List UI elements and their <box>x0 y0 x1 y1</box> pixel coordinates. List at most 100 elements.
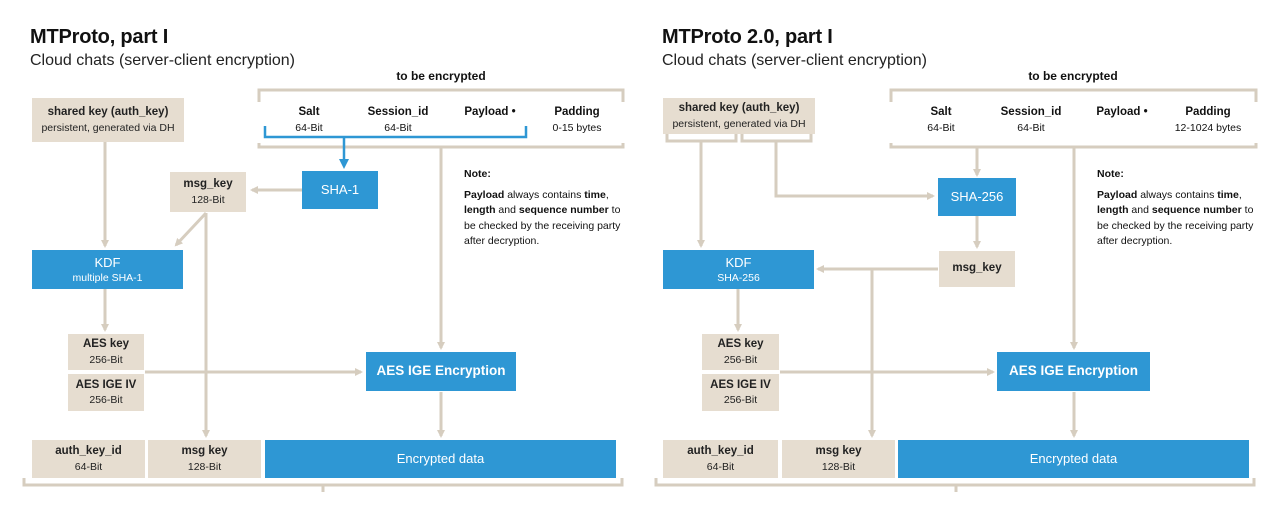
encrypted-data-label: Encrypted data <box>1029 451 1118 467</box>
field-name: Session_id <box>1000 106 1062 118</box>
note-text: always contains <box>1137 189 1218 202</box>
aes-encryption-label: AES IGE Encryption <box>1008 363 1139 379</box>
note-text: time <box>1217 189 1239 202</box>
field-name: Payload • <box>1096 106 1148 118</box>
field-session-id: Session_id 64-Bit <box>981 104 1081 136</box>
msg-key-label: msg_key <box>183 178 233 191</box>
msg-key-output-size: 128-Bit <box>821 460 856 473</box>
msg-key-output-box: msg key 128-Bit <box>148 440 261 478</box>
hash-label: SHA-1 <box>320 182 360 198</box>
aes-encryption-label: AES IGE Encryption <box>376 363 506 379</box>
aes-key-size: 256-Bit <box>723 353 758 366</box>
note-text: and <box>495 204 519 217</box>
note-text: , <box>605 189 609 202</box>
shared-key-label: shared key (auth_key) <box>47 106 169 119</box>
to-be-encrypted-label: to be encrypted <box>1028 69 1118 83</box>
aes-iv-box: AES IGE IV 256-Bit <box>68 374 144 411</box>
kdf-box: KDF multiple SHA-1 <box>32 250 183 289</box>
sha256-box: SHA-256 <box>938 178 1016 216</box>
field-padding: Padding 12-1024 bytes <box>1158 104 1258 136</box>
encrypted-data-box: Encrypted data <box>898 440 1249 478</box>
msg-key-output-size: 128-Bit <box>187 460 222 473</box>
note-heading: Note: <box>1097 168 1124 180</box>
note-text: length <box>464 204 496 217</box>
auth-key-id-box: auth_key_id 64-Bit <box>663 440 778 478</box>
note-text: Payload <box>1097 189 1138 202</box>
note-text: always contains <box>504 189 585 202</box>
field-salt: Salt 64-Bit <box>259 104 359 136</box>
aes-key-box: AES key 256-Bit <box>702 334 779 370</box>
msg-key-box: msg_key <box>939 251 1015 287</box>
shared-key-box: shared key (auth_key) persistent, genera… <box>32 98 184 142</box>
auth-key-id-size: 64-Bit <box>706 460 735 473</box>
aes-encryption-box: AES IGE Encryption <box>366 352 516 391</box>
field-payload: Payload • <box>440 104 540 121</box>
kdf-label: KDF <box>94 254 121 270</box>
aes-iv-label: AES IGE IV <box>710 378 771 391</box>
field-name: Salt <box>930 106 952 118</box>
auth-key-id-size: 64-Bit <box>74 460 103 473</box>
shared-key-box: shared key (auth_key) persistent, genera… <box>663 98 815 134</box>
payload-note: Note: Payload always contains time, leng… <box>1097 167 1257 249</box>
note-text: , <box>1238 189 1242 202</box>
note-text: to be checked by the receiving party aft… <box>1097 204 1254 247</box>
field-size: 64-Bit <box>1017 121 1045 134</box>
diagram-title: MTProto 2.0, part I <box>662 26 833 48</box>
aes-iv-label: AES IGE IV <box>75 378 137 391</box>
kdf-box: KDF SHA-256 <box>663 250 814 289</box>
aes-key-box: AES key 256-Bit <box>68 334 144 370</box>
connector-lines <box>22 88 625 492</box>
kdf-sub: SHA-256 <box>717 272 760 285</box>
field-payload: Payload • <box>1072 104 1172 121</box>
connector-lines <box>654 88 1258 492</box>
shared-key-sub: persistent, generated via DH <box>41 121 175 134</box>
field-padding: Padding 0-15 bytes <box>527 104 627 136</box>
aes-iv-size: 256-Bit <box>723 394 758 407</box>
field-session-id: Session_id 64-Bit <box>348 104 448 136</box>
mtproto-v2-diagram: MTProto 2.0, part I Cloud chats (server-… <box>632 0 1272 507</box>
shared-key-label: shared key (auth_key) <box>678 102 800 115</box>
note-text: sequence number <box>518 204 609 217</box>
encrypted-data-label: Encrypted data <box>396 451 485 467</box>
hash-label: SHA-256 <box>950 189 1004 205</box>
field-name: Salt <box>298 106 320 118</box>
sha1-box: SHA-1 <box>302 171 378 209</box>
msg-key-output-box: msg key 128-Bit <box>782 440 895 478</box>
field-name: Payload • <box>464 106 516 118</box>
note-text: Payload <box>464 189 505 202</box>
msg-key-size: 128-Bit <box>191 193 225 206</box>
auth-key-id-label: auth_key_id <box>55 445 122 458</box>
kdf-sub: multiple SHA-1 <box>72 272 143 285</box>
field-size: 64-Bit <box>384 121 412 134</box>
note-text: sequence number <box>1151 204 1242 217</box>
note-text: time <box>584 189 606 202</box>
msg-key-output-label: msg key <box>815 445 862 458</box>
field-salt: Salt 64-Bit <box>891 104 991 136</box>
aes-key-label: AES key <box>82 338 130 351</box>
note-text: to be checked by the receiving party aft… <box>464 204 621 247</box>
auth-key-id-label: auth_key_id <box>687 445 754 458</box>
note-text: length <box>1097 204 1129 217</box>
field-name: Padding <box>1185 106 1231 118</box>
field-size: 64-Bit <box>295 121 323 134</box>
auth-key-id-box: auth_key_id 64-Bit <box>32 440 145 478</box>
payload-note: Note: Payload always contains time, leng… <box>464 167 624 249</box>
note-heading: Note: <box>464 168 491 180</box>
aes-encryption-box: AES IGE Encryption <box>997 352 1150 391</box>
diagram-title: MTProto, part I <box>30 26 169 48</box>
field-size: 0-15 bytes <box>552 121 602 134</box>
diagram-subtitle: Cloud chats (server-client encryption) <box>662 52 927 69</box>
aes-key-label: AES key <box>717 338 764 351</box>
field-size: 64-Bit <box>927 121 955 134</box>
msg-key-label: msg_key <box>952 262 1002 275</box>
to-be-encrypted-label: to be encrypted <box>396 69 486 83</box>
note-text: and <box>1128 204 1152 217</box>
aes-iv-size: 256-Bit <box>89 394 123 407</box>
shared-key-sub: persistent, generated via DH <box>672 117 806 130</box>
msg-key-output-label: msg key <box>181 445 228 458</box>
encrypted-data-box: Encrypted data <box>265 440 616 478</box>
field-size: 12-1024 bytes <box>1174 121 1242 134</box>
msg-key-box: msg_key 128-Bit <box>170 172 246 212</box>
mtproto-v1-diagram: MTProto, part I Cloud chats (server-clie… <box>22 26 627 492</box>
field-name: Padding <box>554 106 600 118</box>
